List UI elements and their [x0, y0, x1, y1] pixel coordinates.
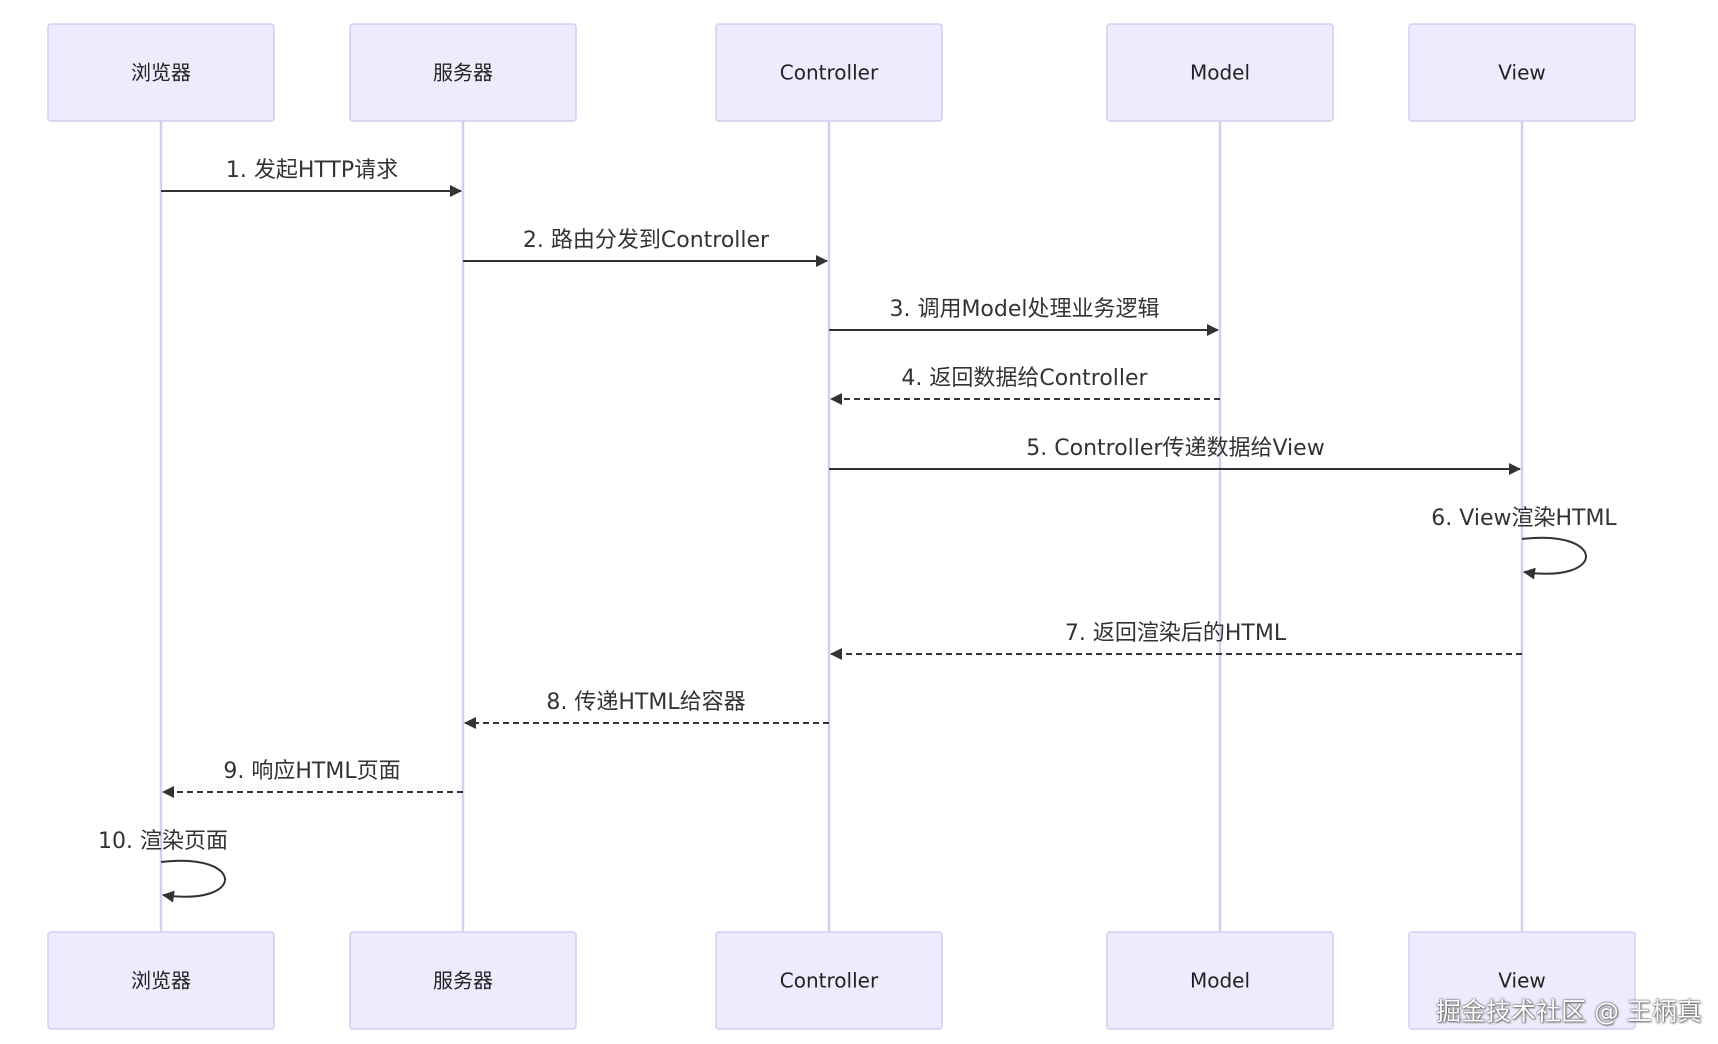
message-8: 8. 传递HTML给容器 [464, 690, 829, 729]
actor-box [47, 931, 275, 1030]
message-arrow [160, 859, 226, 903]
actor-label: Controller [780, 61, 879, 85]
message-1: 1. 发起HTTP请求 [161, 158, 462, 197]
message-label: 2. 路由分发到Controller [523, 228, 770, 253]
actor-label: Controller [780, 969, 879, 993]
message-label: 7. 返回渲染后的HTML [1065, 621, 1287, 646]
actor-controller-top: Controller [715, 23, 943, 122]
actor-label: View [1498, 969, 1545, 993]
message-arrow [1521, 536, 1587, 580]
actor-box [349, 931, 577, 1030]
actor-label: Model [1190, 61, 1250, 85]
actor-model-top: Model [1106, 23, 1334, 122]
actor-label: 服务器 [433, 969, 493, 993]
actor-label: 服务器 [433, 61, 493, 85]
actor-label: Model [1190, 969, 1250, 993]
message-label: 5. Controller传递数据给View [1026, 436, 1324, 461]
message-5: 5. Controller传递数据给View [829, 436, 1521, 475]
message-3: 3. 调用Model处理业务逻辑 [829, 297, 1219, 336]
actor-label: View [1498, 61, 1545, 85]
actor-controller-bottom: Controller [715, 931, 943, 1030]
actor-box [1408, 931, 1636, 1030]
message-9: 9. 响应HTML页面 [162, 759, 463, 798]
message-label: 10. 渲染页面 [98, 829, 228, 854]
message-label: 6. View渲染HTML [1431, 506, 1617, 531]
message-10: 10. 渲染页面 [98, 829, 228, 903]
actor-box [1408, 23, 1636, 122]
actor-box [715, 931, 943, 1030]
actor-label: 浏览器 [131, 61, 191, 85]
watermark: 掘金技术社区 @ 王柄真 [1436, 997, 1702, 1026]
message-2: 2. 路由分发到Controller [463, 228, 828, 267]
message-label: 8. 传递HTML给容器 [546, 690, 745, 715]
message-label: 3. 调用Model处理业务逻辑 [889, 297, 1159, 322]
actor-browser-top: 浏览器 [47, 23, 275, 122]
message-label: 1. 发起HTTP请求 [226, 158, 398, 183]
message-label: 9. 响应HTML页面 [223, 759, 400, 784]
actor-view-top: View [1408, 23, 1636, 122]
actor-server-bottom: 服务器 [349, 931, 577, 1030]
message-7: 7. 返回渲染后的HTML [830, 621, 1522, 660]
actor-label: 浏览器 [131, 969, 191, 993]
actor-box [1106, 23, 1334, 122]
actor-box [1106, 931, 1334, 1030]
actor-box [349, 23, 577, 122]
message-label: 4. 返回数据给Controller [901, 366, 1148, 391]
actor-model-bottom: Model [1106, 931, 1334, 1030]
actor-box [715, 23, 943, 122]
actor-box [47, 23, 275, 122]
actor-view-bottom: View [1408, 931, 1636, 1030]
message-6: 6. View渲染HTML [1431, 506, 1617, 580]
actor-server-top: 服务器 [349, 23, 577, 122]
actor-browser-bottom: 浏览器 [47, 931, 275, 1030]
message-4: 4. 返回数据给Controller [830, 366, 1220, 405]
